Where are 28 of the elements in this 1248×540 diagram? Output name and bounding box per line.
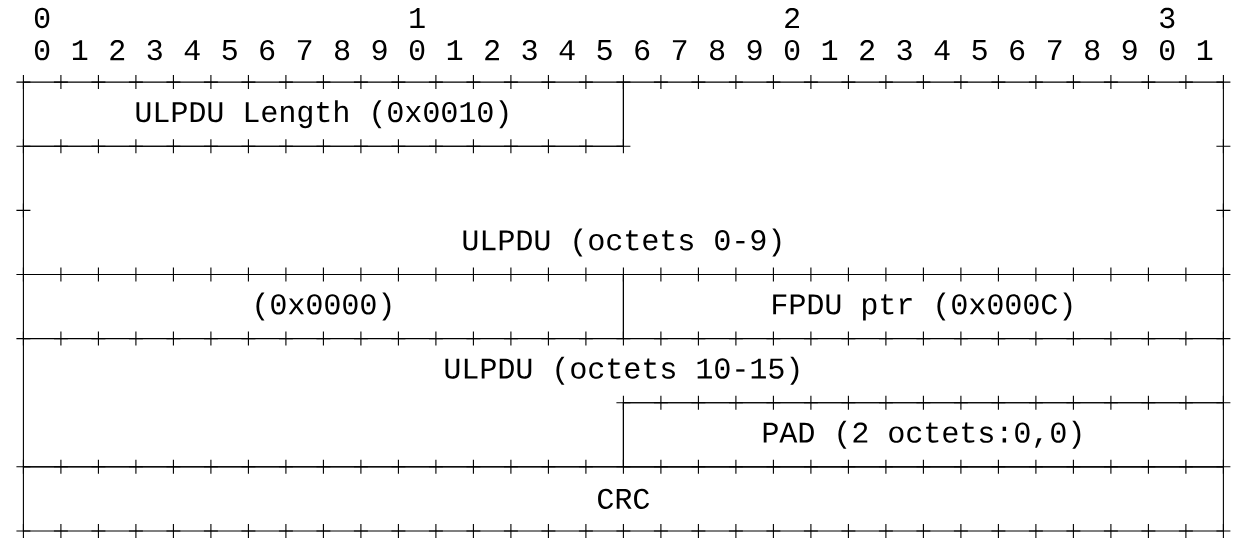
bit-number: 4 xyxy=(559,40,575,60)
bit-number: 0 xyxy=(409,39,425,61)
field-box: FPDU ptr (0x000C) xyxy=(622,273,1224,340)
field-box: ULPDU Length (0x0010) xyxy=(22,81,624,147)
bit-number: 2 xyxy=(485,40,499,61)
bit-number: 7 xyxy=(297,40,312,60)
bit-number: 7 xyxy=(672,40,687,60)
bit-number: 1 xyxy=(410,8,425,28)
bit-number: 0 xyxy=(34,39,50,61)
bit-number: 8 xyxy=(710,39,725,61)
bit-number: 2 xyxy=(110,40,125,61)
bit-number: 3 xyxy=(522,39,537,61)
bit-number: 1 xyxy=(72,40,88,60)
bit-number: 3 xyxy=(147,39,162,61)
bit-number: 0 xyxy=(34,7,50,29)
bit-number: 3 xyxy=(1160,7,1175,29)
bit-number: 6 xyxy=(635,39,650,61)
bit-number: 2 xyxy=(785,7,799,29)
bit-number: 5 xyxy=(597,40,612,61)
field-box: CRC xyxy=(22,466,1224,532)
bit-number: 9 xyxy=(372,39,387,61)
bit-number: 6 xyxy=(260,39,275,61)
bit-number: 4 xyxy=(184,40,200,60)
bit-number: 8 xyxy=(335,39,350,61)
bit-number: 5 xyxy=(222,40,237,61)
bit-number: 1 xyxy=(447,40,463,60)
field-box: PAD (2 octets:0,0) xyxy=(622,402,1224,468)
field-box: (0x0000) xyxy=(22,273,624,340)
